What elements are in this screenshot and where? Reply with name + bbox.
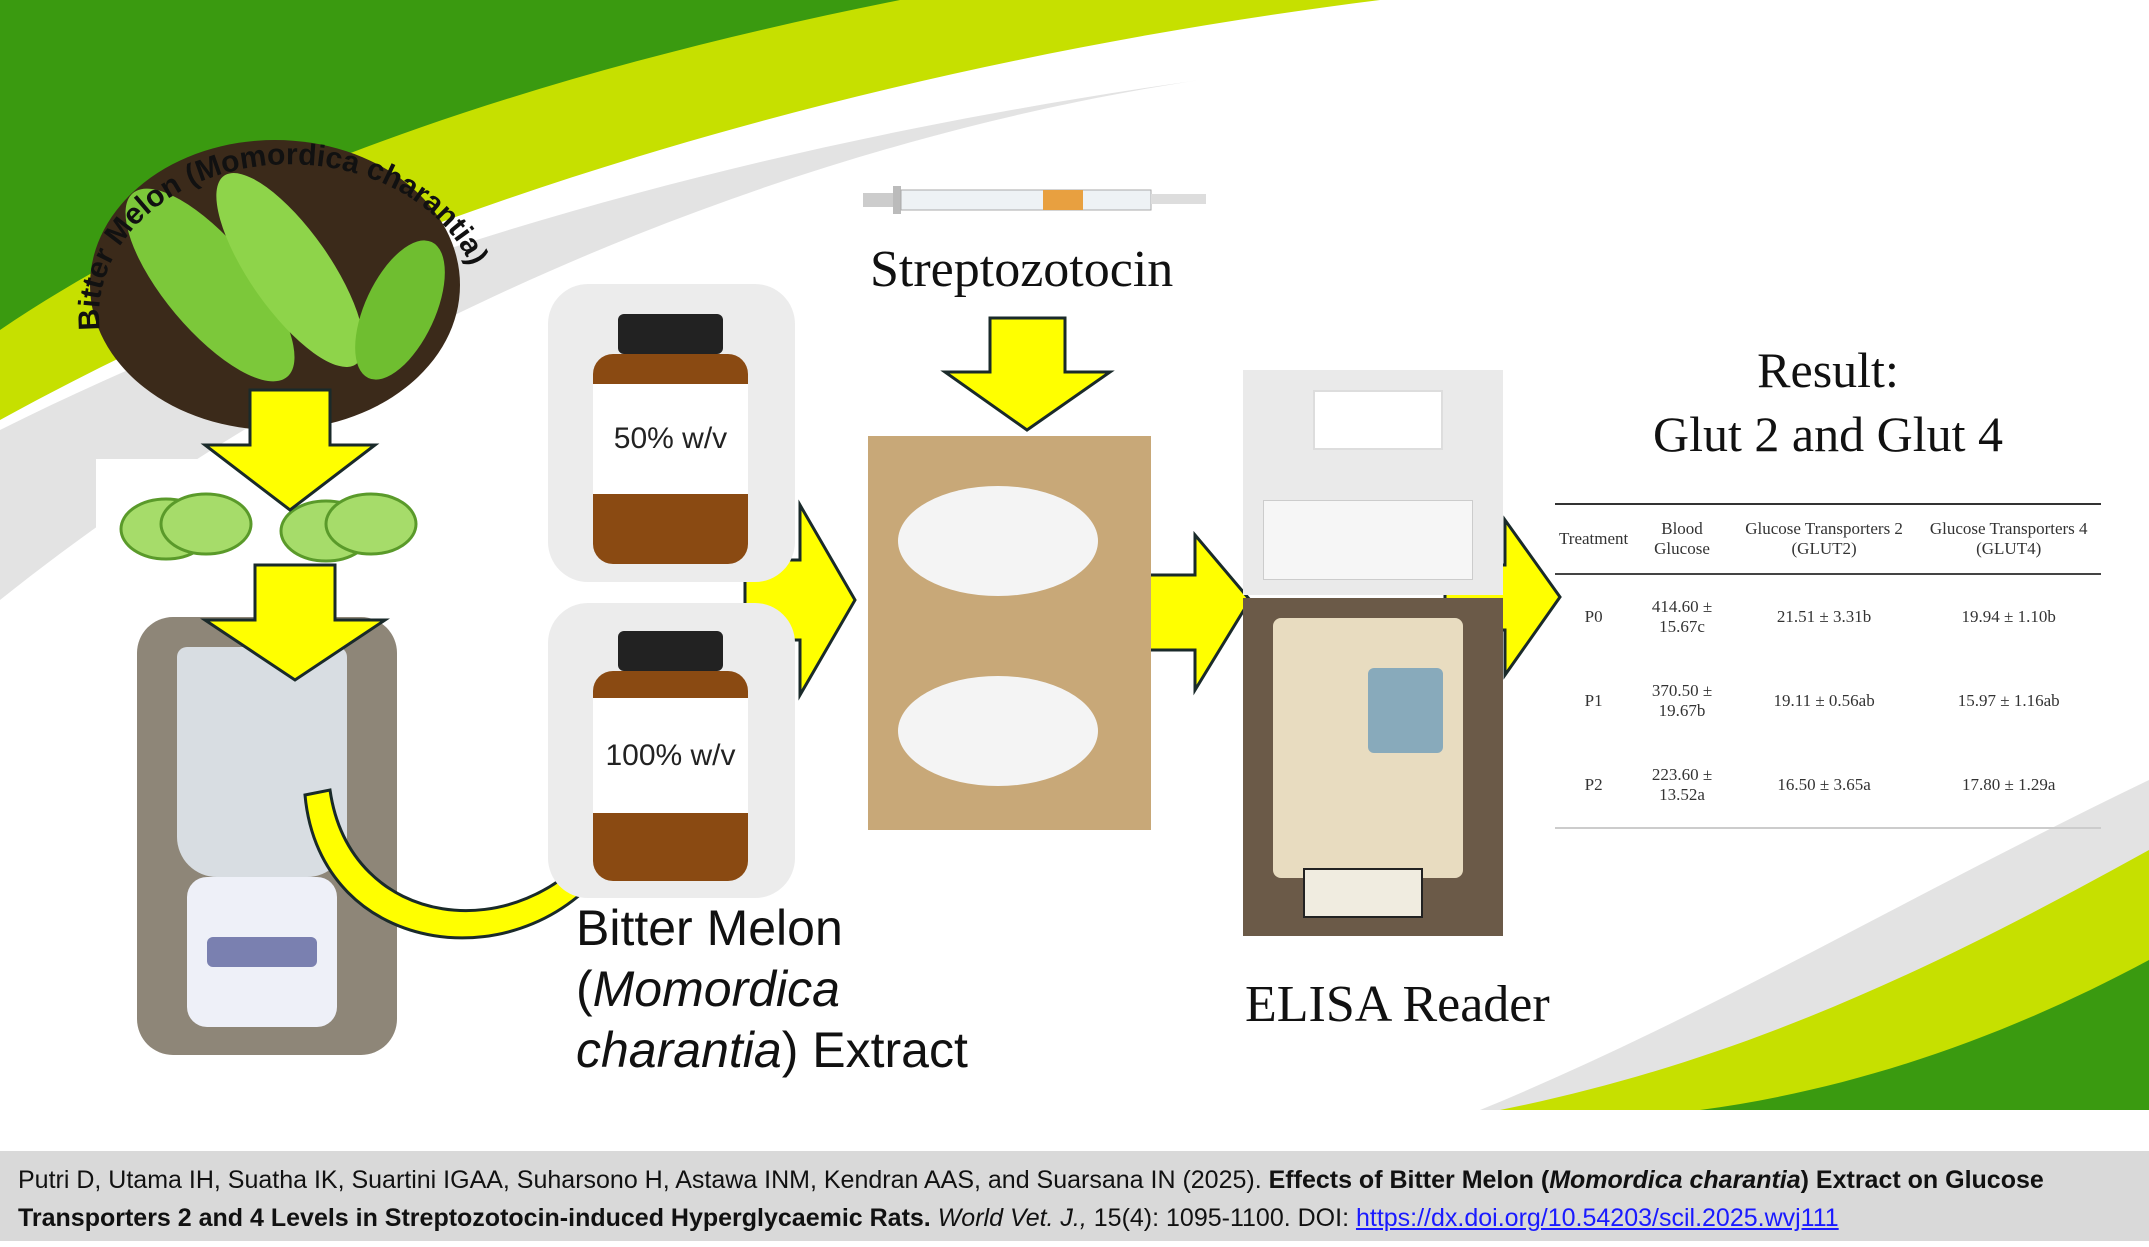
elisa-reader-photo <box>1243 598 1503 936</box>
cell: 17.80 ± 1.29a <box>1916 743 2101 829</box>
table-row: P0 414.60 ± 15.67c 21.51 ± 3.31b 19.94 ± 1.… <box>1555 574 2101 659</box>
th-blood-glucose: Blood Glucose <box>1632 505 1732 575</box>
stz-label: Streptozotocin <box>870 241 1174 298</box>
results-table-wrap: Treatment Blood Glucose Glucose Transpor… <box>1555 503 2101 829</box>
cell: 223.60 ± 13.52a <box>1632 743 1732 829</box>
bottle-100: 100% w/v <box>548 603 795 898</box>
cell: 16.50 ± 3.65a <box>1731 743 1917 829</box>
cell: P2 <box>1555 743 1633 829</box>
cell: P0 <box>1584 607 1603 626</box>
cell: 21.51 ± 3.31b <box>1776 607 1872 626</box>
result-line1: Result: <box>1757 342 1899 398</box>
syringe-icon <box>863 186 1206 214</box>
extract-line1: Bitter Melon <box>576 900 843 956</box>
extract-label: Bitter Melon (Momordica charantia) Extra… <box>576 898 968 1081</box>
citation-pages: 15(4): 1095-1100. DOI: <box>1086 1204 1356 1232</box>
arrow-down-3 <box>940 316 1115 432</box>
th-glut4: Glucose Transporters 4 (GLUT4) <box>1916 505 2101 575</box>
bitter-melon-photo: Bitter Melon (Momordica charantia) <box>73 138 494 430</box>
extract-rest: ) Extract <box>781 1022 968 1078</box>
cell: 414.60 ± 15.67c <box>1651 597 1713 636</box>
cell: P1 <box>1584 691 1603 710</box>
results-table: Treatment Blood Glucose Glucose Transpor… <box>1555 505 2101 829</box>
extract-genus: Momordica <box>592 961 840 1017</box>
result-title: Result: Glut 2 and Glut 4 <box>1555 338 2101 466</box>
extract-species: charantia <box>576 1022 782 1078</box>
bottle-label-100: 100% w/v <box>593 698 748 813</box>
citation-authors: Putri D, Utama IH, Suatha IK, Suartini I… <box>18 1166 1269 1194</box>
cell: 15.97 ± 1.16ab <box>1957 691 2060 710</box>
process-arrows <box>200 316 1562 940</box>
elisa-kit-photo <box>1243 370 1503 595</box>
cell: 19.11 ± 0.56ab <box>1773 691 1875 710</box>
arrow-down-2 <box>200 563 390 682</box>
elisa-label: ELISA Reader <box>1245 976 1550 1033</box>
rats-photo <box>868 436 1151 830</box>
citation-journal: World Vet. J., <box>930 1204 1087 1232</box>
citation: Putri D, Utama IH, Suatha IK, Suartini I… <box>0 1151 2149 1241</box>
doi-link[interactable]: https://dx.doi.org/10.54203/scil.2025.wv… <box>1355 1204 1839 1232</box>
cell: 19.94 ± 1.10b <box>1961 607 2056 626</box>
th-treatment: Treatment <box>1555 505 1633 575</box>
cell: 370.50 ± 19.67b <box>1651 681 1713 720</box>
th-glut2: Glucose Transporters 2 (GLUT2) <box>1731 505 1917 575</box>
bottle-label-50: 50% w/v <box>593 384 748 494</box>
melon-slices-photo <box>96 459 452 589</box>
citation-title: Effects of Bitter Melon (Momordica chara… <box>18 1166 2044 1232</box>
table-row: P1 370.50 ± 19.67b 19.11 ± 0.56ab 15.97 ± 1… <box>1555 659 2101 743</box>
arrow-down-1 <box>200 388 380 512</box>
arrow-right-2 <box>1141 530 1252 696</box>
bottle-50: 50% w/v <box>548 284 795 582</box>
extract-paren: ( <box>576 961 593 1017</box>
result-line2: Glut 2 and Glut 4 <box>1653 406 2003 462</box>
